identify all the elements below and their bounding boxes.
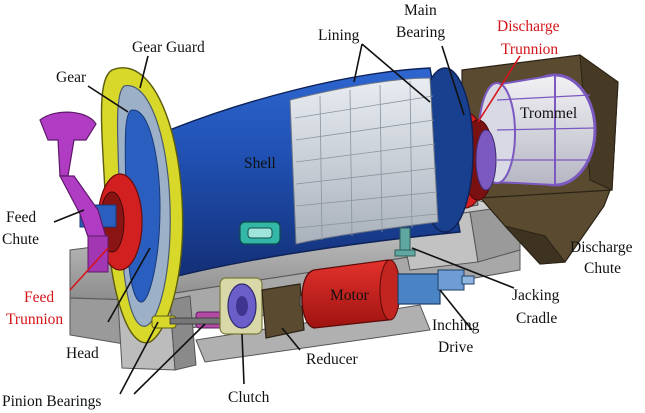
label-inching-drive-line2: Drive xyxy=(438,339,473,356)
label-feed-chute-line2: Chute xyxy=(2,231,39,248)
reducer xyxy=(261,283,305,339)
label-jacking-cradle-line1: Jacking xyxy=(512,287,560,304)
label-reducer: Reducer xyxy=(306,351,358,368)
label-lining: Lining xyxy=(318,27,360,44)
feed-chute xyxy=(39,111,109,273)
label-discharge-chute-line2: Chute xyxy=(584,260,621,277)
shell xyxy=(149,67,474,279)
label-discharge-trunnion-line2: Trunnion xyxy=(501,41,558,58)
label-inching-drive-line1: Inching xyxy=(432,317,480,334)
label-trommel: Trommel xyxy=(520,105,577,122)
label-feed-trunnion-line2: Trunnion xyxy=(6,311,63,328)
label-shell: Shell xyxy=(244,155,276,172)
label-feed-chute-line1: Feed xyxy=(6,209,36,226)
label-pinion-bearings: Pinion Bearings xyxy=(2,393,101,410)
label-discharge-trunnion-line1: Discharge xyxy=(497,18,560,35)
label-head: Head xyxy=(66,345,99,362)
label-feed-trunnion-line1: Feed xyxy=(24,289,54,306)
trommel-housing xyxy=(461,53,619,199)
labels: Main Bearing Discharge Trunnion Gear Gua… xyxy=(2,2,633,410)
jacking-cradle xyxy=(394,227,416,257)
drive-train xyxy=(151,259,475,339)
label-motor: Motor xyxy=(330,287,370,304)
label-jacking-cradle-line2: Cradle xyxy=(516,310,557,327)
label-clutch: Clutch xyxy=(228,389,270,406)
discharge-chute xyxy=(476,184,613,265)
leader-lines xyxy=(53,43,521,395)
label-discharge-chute-line1: Discharge xyxy=(570,239,633,256)
lining xyxy=(289,77,439,245)
label-gear: Gear xyxy=(56,69,87,86)
label-gear-guard: Gear Guard xyxy=(132,39,205,56)
label-main-bearing-line2: Bearing xyxy=(396,24,445,41)
inching-drive xyxy=(397,273,441,305)
label-main-bearing-line1: Main xyxy=(404,2,437,19)
